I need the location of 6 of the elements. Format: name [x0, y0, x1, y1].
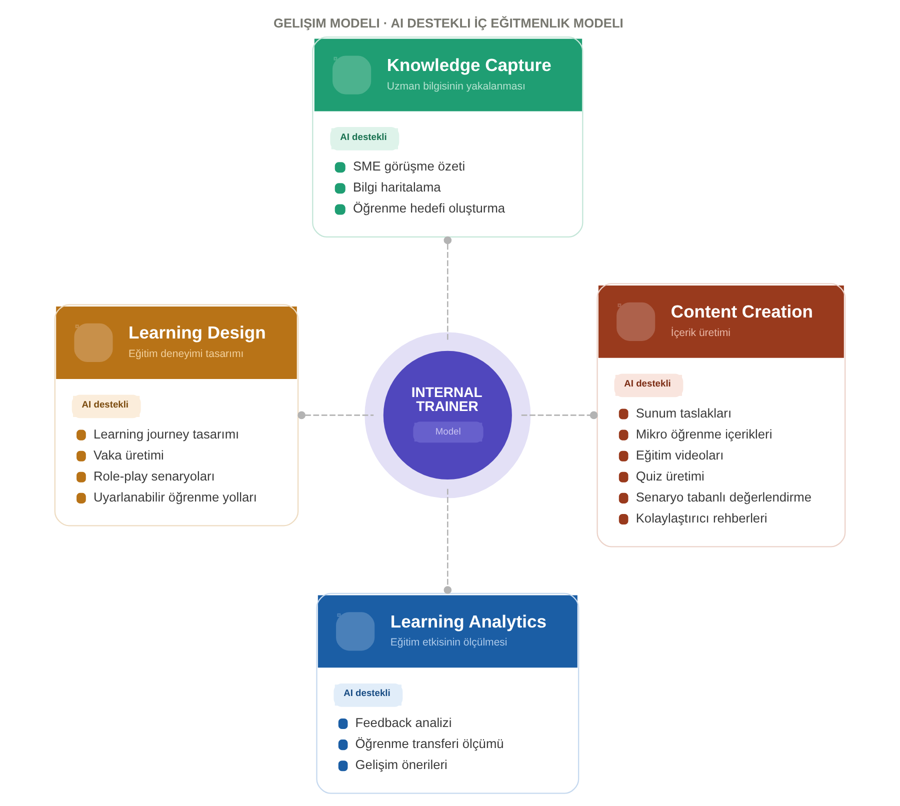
node-circle: INTERNAL TRAINER Model	[364, 332, 531, 498]
connector	[521, 410, 598, 419]
connector	[444, 236, 452, 341]
diagram-title: GELIŞIM MODELI · AI DESTEKLI İÇ EĞITMENLIK MODELI	[274, 14, 624, 30]
connector	[444, 488, 452, 594]
connector	[298, 410, 374, 419]
